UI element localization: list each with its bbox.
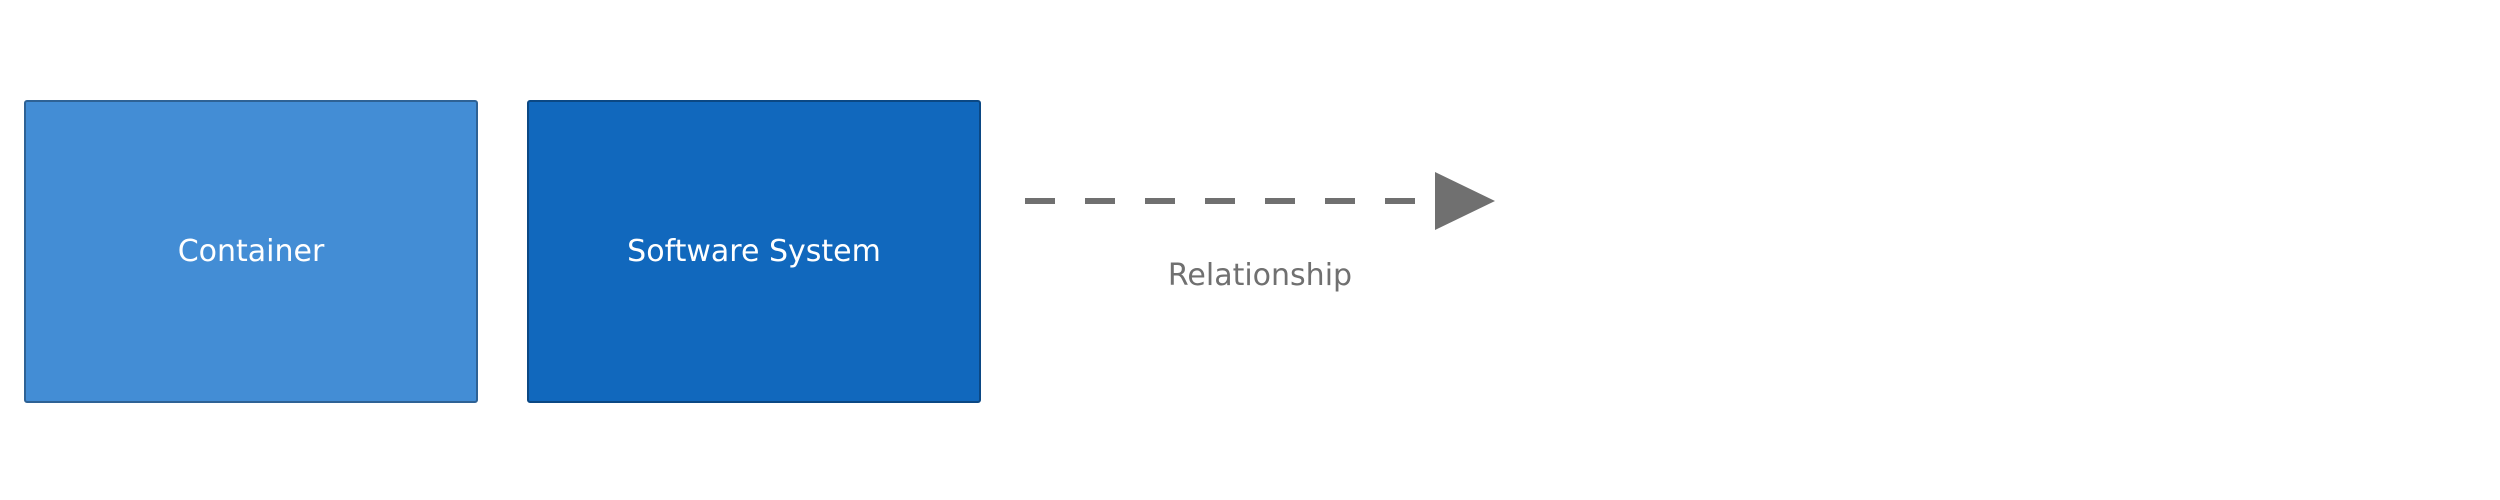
relationship-label: Relationship [1167,258,1353,293]
relationship-arrow[interactable] [1025,168,1495,234]
software-system-box[interactable]: Software System [527,100,981,403]
relationship-arrowhead-icon [1435,172,1495,230]
container-label: Container [177,234,325,269]
software-system-label: Software System [627,234,881,269]
container-box[interactable]: Container [24,100,478,403]
